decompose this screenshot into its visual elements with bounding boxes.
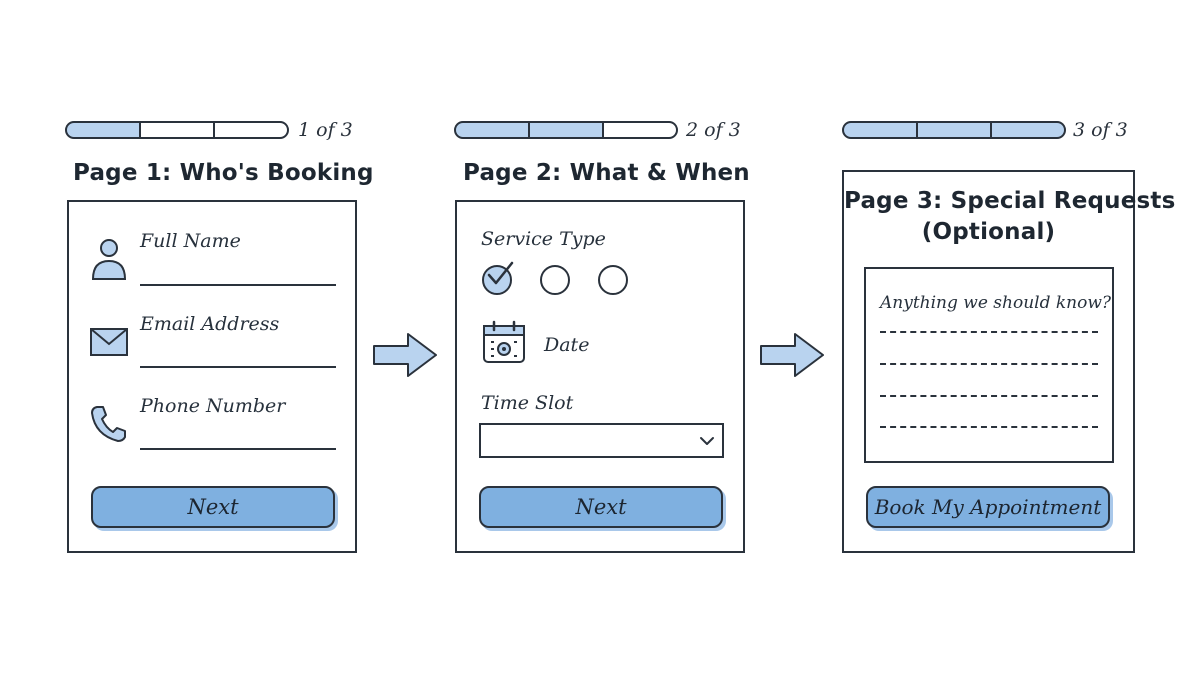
step-indicator: 2 of 3 — [686, 119, 741, 141]
phone-icon — [91, 406, 126, 442]
envelope-icon — [90, 328, 128, 356]
chevron-down-icon — [700, 437, 714, 445]
service-option-radio[interactable] — [598, 265, 628, 295]
step-indicator: 3 of 3 — [1073, 119, 1128, 141]
service-option-radio[interactable] — [540, 265, 570, 295]
textarea-line — [880, 363, 1098, 365]
arrow-right-icon — [760, 333, 824, 377]
progress-segment — [842, 121, 918, 139]
person-icon — [91, 239, 127, 280]
progress-bar-step-1 — [65, 121, 289, 139]
special-requests-textarea[interactable]: Anything we should know? — [864, 267, 1114, 463]
form-card-step-1: Full Name Email Address Phone Number Nex… — [67, 200, 357, 553]
date-label[interactable]: Date — [544, 334, 590, 356]
service-type-label: Service Type — [481, 228, 606, 250]
progress-segment — [139, 121, 215, 139]
calendar-icon — [483, 320, 525, 363]
textarea-placeholder: Anything we should know? — [880, 293, 1112, 313]
email-address-input[interactable] — [140, 366, 336, 368]
email-address-label: Email Address — [140, 313, 280, 335]
full-name-label: Full Name — [140, 230, 241, 252]
service-option-radio[interactable] — [482, 261, 514, 295]
textarea-line — [880, 395, 1098, 397]
progress-segment — [528, 121, 604, 139]
progress-bar-step-2 — [454, 121, 678, 139]
textarea-line — [880, 331, 1098, 333]
arrow-right-icon — [373, 333, 437, 377]
page-title: Page 1: Who's Booking — [73, 160, 374, 186]
step-indicator: 1 of 3 — [298, 119, 353, 141]
page-title: Page 2: What & When — [463, 160, 750, 186]
time-slot-select[interactable] — [479, 423, 724, 458]
progress-segment — [916, 121, 992, 139]
form-card-step-2: Service Type Date Time Slot Next — [455, 200, 745, 553]
full-name-input[interactable] — [140, 284, 336, 286]
phone-number-label: Phone Number — [140, 395, 286, 417]
next-button[interactable]: Next — [479, 486, 723, 528]
progress-segment — [454, 121, 530, 139]
phone-number-input[interactable] — [140, 448, 336, 450]
checkmark-icon — [487, 261, 514, 285]
next-button[interactable]: Next — [91, 486, 335, 528]
page-subtitle: (Optional) — [921, 219, 1056, 245]
progress-segment — [65, 121, 141, 139]
progress-segment — [602, 121, 678, 139]
progress-segment — [990, 121, 1066, 139]
book-appointment-button[interactable]: Book My Appointment — [866, 486, 1110, 528]
progress-bar-step-3 — [842, 121, 1066, 139]
form-card-step-3: Page 3: Special Requests (Optional) Anyt… — [842, 170, 1176, 553]
page-title: Page 3: Special Requests — [844, 188, 1176, 214]
progress-segment — [213, 121, 289, 139]
time-slot-label: Time Slot — [481, 392, 574, 414]
textarea-line — [880, 426, 1098, 428]
